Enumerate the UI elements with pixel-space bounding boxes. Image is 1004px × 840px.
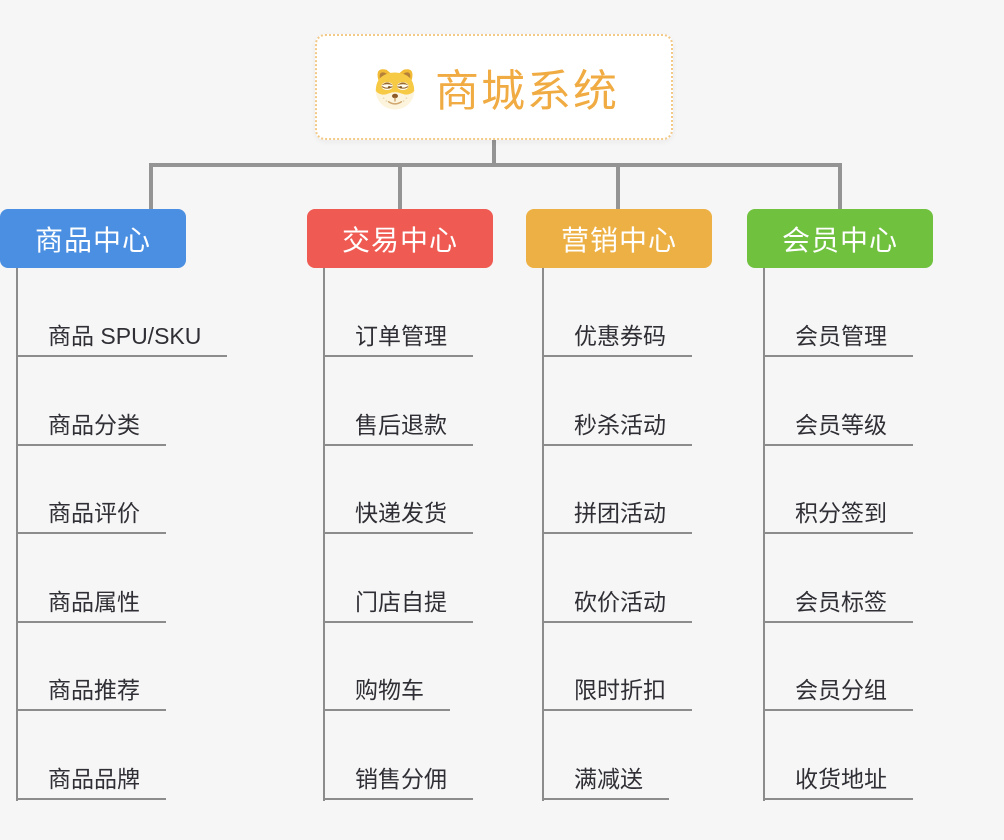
leaf-label: 会员标签 [795, 589, 887, 615]
leaf-label: 购物车 [355, 677, 424, 703]
leaf-label: 商品评价 [48, 500, 140, 526]
branch-node-marketing-center[interactable]: 营销中心 [526, 209, 712, 268]
column-connector-line [323, 268, 325, 801]
leaf-node[interactable]: 会员标签 [763, 588, 913, 623]
leaf-label: 快递发货 [355, 500, 447, 526]
column-connector-line [763, 268, 765, 801]
leaf-label: 收货地址 [795, 766, 887, 792]
leaf-node[interactable]: 售后退款 [323, 411, 473, 446]
column-connector-line [542, 268, 544, 801]
leaf-node[interactable]: 购物车 [323, 676, 450, 711]
leaf-label: 销售分佣 [355, 766, 447, 792]
branch-label: 商品中心 [34, 224, 151, 256]
leaf-label: 会员分组 [795, 677, 887, 703]
leaf-label: 拼团活动 [574, 500, 666, 526]
leaf-node[interactable]: 商品评价 [16, 499, 166, 534]
dog-face-icon [375, 68, 415, 110]
leaf-label: 商品推荐 [48, 677, 140, 703]
branch-label: 交易中心 [341, 224, 458, 256]
leaf-label: 会员管理 [795, 323, 887, 349]
branch-node-product-center[interactable]: 商品中心 [0, 209, 186, 268]
leaf-node[interactable]: 拼团活动 [542, 499, 692, 534]
leaf-node[interactable]: 商品分类 [16, 411, 166, 446]
branch-label: 营销中心 [560, 224, 677, 256]
leaf-label: 满减送 [574, 766, 643, 792]
leaf-node[interactable]: 砍价活动 [542, 588, 692, 623]
leaf-label: 积分签到 [795, 500, 887, 526]
leaf-label: 限时折扣 [574, 677, 666, 703]
branch-column-product: 商品中心 商品 SPU/SKU 商品分类 商品评价 商品属性 商品推荐 商品品牌 [0, 209, 260, 829]
leaf-node[interactable]: 商品推荐 [16, 676, 166, 711]
leaf-node[interactable]: 商品 SPU/SKU [16, 322, 228, 357]
leaf-label: 砍价活动 [574, 589, 666, 615]
branch-label: 会员中心 [781, 224, 898, 256]
leaf-label: 商品属性 [48, 589, 140, 615]
leaf-node[interactable]: 会员等级 [763, 411, 913, 446]
leaf-label: 优惠券码 [574, 323, 666, 349]
leaf-node[interactable]: 满减送 [542, 765, 669, 800]
leaf-node[interactable]: 限时折扣 [542, 676, 692, 711]
leaf-node[interactable]: 销售分佣 [323, 765, 473, 800]
leaf-label: 售后退款 [355, 412, 447, 438]
leaf-node[interactable]: 订单管理 [323, 322, 473, 357]
root-node[interactable]: 商城系统 [315, 34, 673, 140]
leaf-label: 秒杀活动 [574, 412, 666, 438]
branch-node-member-center[interactable]: 会员中心 [747, 209, 933, 268]
branch-column-trade: 交易中心 订单管理 售后退款 快递发货 门店自提 购物车 销售分佣 [307, 209, 567, 829]
leaf-label: 会员等级 [795, 412, 887, 438]
leaf-node[interactable]: 积分签到 [763, 499, 913, 534]
leaf-node[interactable]: 会员分组 [763, 676, 913, 711]
leaf-node[interactable]: 会员管理 [763, 322, 913, 357]
branch-rail-line [149, 163, 842, 209]
branch-column-member: 会员中心 会员管理 会员等级 积分签到 会员标签 会员分组 收货地址 [747, 209, 1004, 829]
leaf-node[interactable]: 门店自提 [323, 588, 473, 623]
column-connector-line [16, 268, 18, 801]
leaf-node[interactable]: 优惠券码 [542, 322, 692, 357]
branch-column-marketing: 营销中心 优惠券码 秒杀活动 拼团活动 砍价活动 限时折扣 满减送 [526, 209, 786, 829]
branch-node-trade-center[interactable]: 交易中心 [307, 209, 493, 268]
leaf-label: 订单管理 [355, 323, 447, 349]
leaf-node[interactable]: 商品品牌 [16, 765, 166, 800]
root-title: 商城系统 [435, 67, 619, 116]
leaf-label: 商品 SPU/SKU [48, 323, 202, 349]
leaf-label: 商品分类 [48, 412, 140, 438]
leaf-node[interactable]: 秒杀活动 [542, 411, 692, 446]
leaf-label: 商品品牌 [48, 766, 140, 792]
leaf-node[interactable]: 商品属性 [16, 588, 166, 623]
leaf-label: 门店自提 [355, 589, 447, 615]
leaf-node[interactable]: 收货地址 [763, 765, 913, 800]
leaf-node[interactable]: 快递发货 [323, 499, 473, 534]
